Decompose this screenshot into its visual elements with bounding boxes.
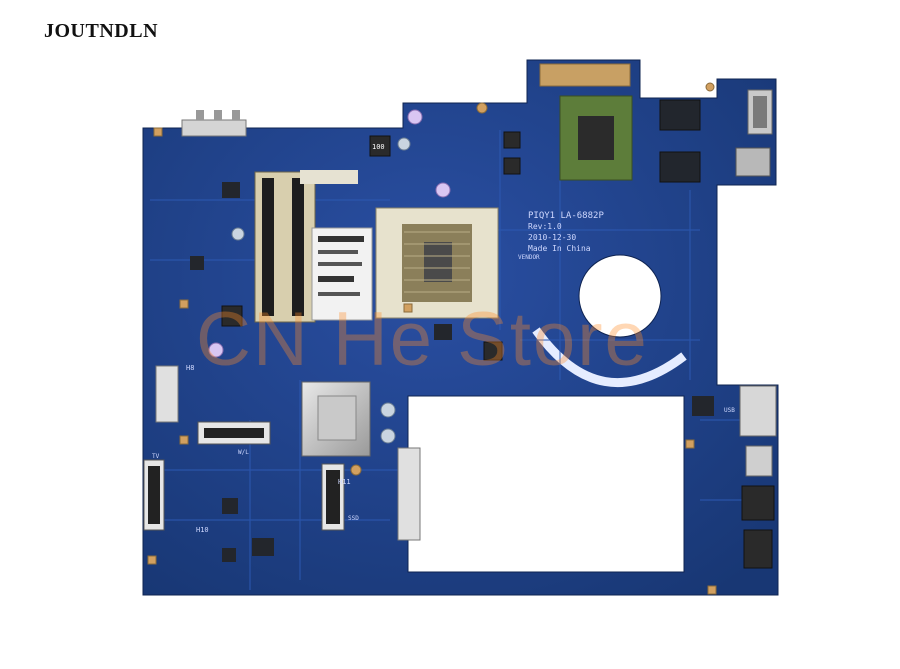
- hole-label-h11: H11: [338, 478, 351, 486]
- board-cutout: [407, 395, 685, 573]
- fan-arc: [532, 327, 687, 388]
- hdmi-port: [735, 147, 771, 177]
- slot-label-tv: TV: [152, 453, 160, 460]
- board-date-label: 2010-12-30: [528, 233, 576, 242]
- inductors: [221, 131, 521, 361]
- serial-sticker: [311, 227, 373, 321]
- hole-label-h10: H10: [196, 526, 209, 534]
- slot-label-ssd: SSD: [348, 515, 359, 522]
- power-connector: [181, 110, 247, 137]
- sata-connector-left: [155, 365, 179, 423]
- minipcie-slots: [143, 421, 345, 531]
- inductor-label: 100: [372, 143, 385, 151]
- gpu-chip: [539, 63, 633, 181]
- board-revision-label: Rev:1.0: [528, 222, 562, 231]
- ram-slot: [254, 170, 358, 323]
- vga-port: [747, 89, 773, 135]
- sata-connector-right: [397, 447, 421, 541]
- vram-chips: [659, 99, 701, 183]
- board-origin-label: Made In China: [528, 244, 591, 253]
- cpu-socket: [375, 207, 499, 319]
- mounting-pads: [147, 82, 717, 595]
- small-ics: [190, 182, 714, 562]
- slot-label-wl: W/L: [238, 449, 249, 456]
- brand-title: JOUTNDLN: [44, 20, 159, 42]
- chipset-heatsink: [301, 381, 371, 457]
- vendor-label: VENDOR: [518, 254, 540, 261]
- hole-label-h8: H8: [186, 364, 194, 372]
- side-ports: [739, 385, 777, 569]
- board-model-label: PIQY1 LA-6882P: [528, 211, 604, 221]
- fan-hole: [578, 254, 662, 338]
- capacitors: [208, 109, 451, 444]
- slot-label-usb: USB: [724, 407, 735, 414]
